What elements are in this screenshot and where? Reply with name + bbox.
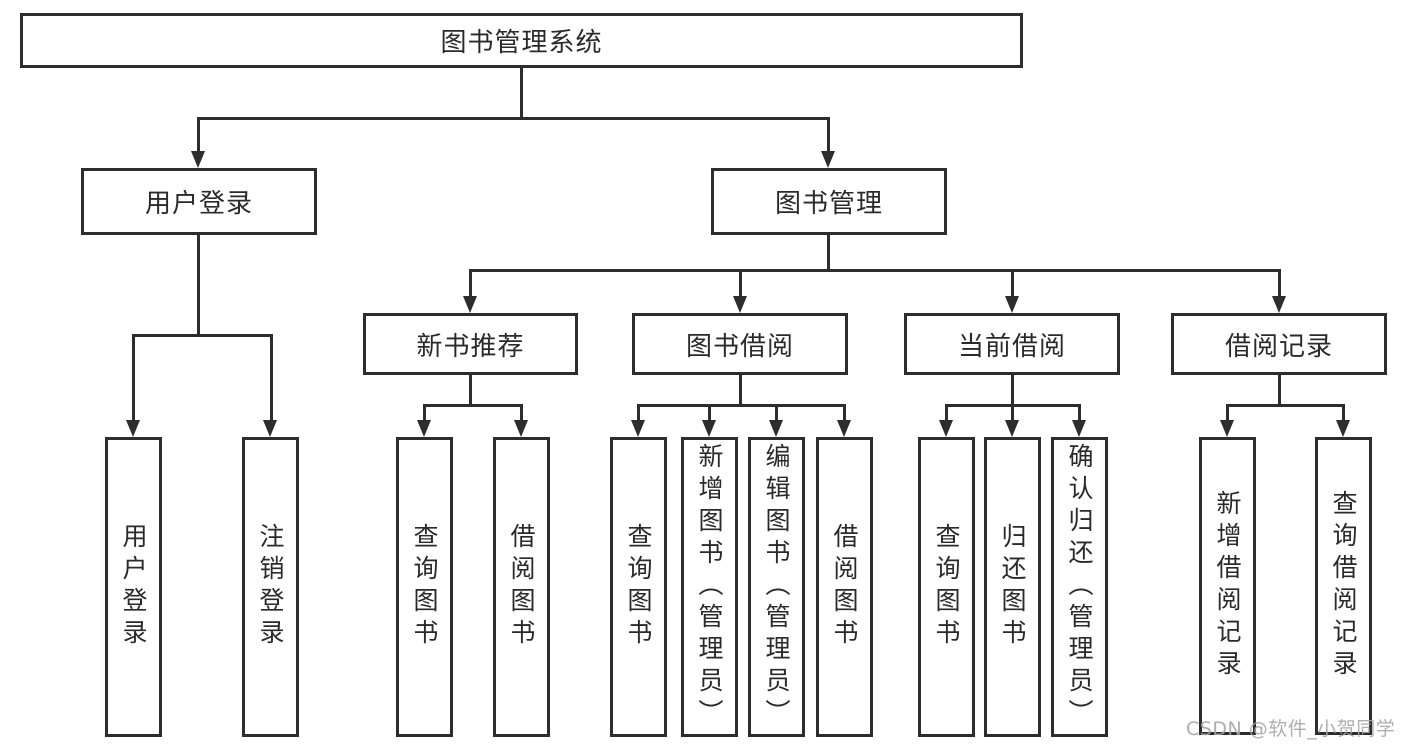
- node-borrow-record: 借阅记录: [1171, 313, 1387, 375]
- connector-line-vertical: [827, 235, 830, 272]
- connector-line-vertical: [520, 404, 523, 421]
- connector-line-vertical: [132, 334, 135, 422]
- connector-line-vertical: [1011, 269, 1014, 297]
- node-new-book-recommend: 新书推荐: [363, 313, 578, 375]
- arrow-down-icon: [821, 151, 835, 168]
- connector-line-vertical: [197, 117, 200, 153]
- connector-line-vertical: [637, 404, 640, 421]
- connector-line-vertical: [1078, 404, 1081, 421]
- connector-line-vertical: [843, 404, 846, 421]
- arrow-down-icon: [1005, 420, 1019, 437]
- connector-line-vertical: [1342, 404, 1345, 421]
- arrow-down-icon: [1005, 296, 1019, 313]
- leaf-add-borrow-record: 新增借阅记录: [1199, 437, 1256, 735]
- connector-line-vertical: [469, 269, 472, 297]
- arrow-down-icon: [417, 420, 431, 437]
- arrow-down-icon: [733, 296, 747, 313]
- connector-line-horizontal: [469, 269, 1281, 272]
- connector-line-vertical: [423, 404, 426, 421]
- arrow-down-icon: [939, 420, 953, 437]
- connector-line-vertical: [945, 404, 948, 421]
- node-book-borrow: 图书借阅: [632, 313, 848, 375]
- arrow-down-icon: [1220, 420, 1234, 437]
- arrow-down-icon: [191, 151, 205, 168]
- connector-line-vertical: [775, 404, 778, 421]
- csdn-watermark: CSDN @软件_小贺同学: [1186, 718, 1396, 740]
- arrow-down-icon: [702, 420, 716, 437]
- leaf-confirm-return-admin: 确认归还（管理员）: [1051, 437, 1108, 737]
- arrow-down-icon: [463, 296, 477, 313]
- arrow-down-icon: [769, 420, 783, 437]
- arrow-down-icon: [263, 420, 277, 437]
- connector-line-horizontal: [132, 334, 273, 337]
- connector-line-vertical: [1011, 375, 1014, 405]
- leaf-borrow-book-recommend: 借阅图书: [493, 437, 550, 737]
- arrow-down-icon: [1336, 420, 1350, 437]
- leaf-query-book-borrow: 查询图书: [610, 437, 667, 737]
- connector-line-vertical: [739, 269, 742, 297]
- leaf-query-borrow-record: 查询借阅记录: [1315, 437, 1372, 735]
- node-book-management: 图书管理: [711, 168, 947, 235]
- node-library-system-root: 图书管理系统: [20, 13, 1023, 68]
- arrow-down-icon: [126, 420, 140, 437]
- connector-line-vertical: [270, 334, 273, 422]
- arrow-down-icon: [1072, 420, 1086, 437]
- leaf-return-book: 归还图书: [984, 437, 1041, 737]
- arrow-down-icon: [837, 420, 851, 437]
- leaf-query-book-current: 查询图书: [918, 437, 975, 737]
- leaf-add-book-admin: 新增图书（管理员）: [681, 437, 738, 737]
- connector-line-vertical: [197, 235, 200, 335]
- connector-line-vertical: [1278, 269, 1281, 297]
- connector-line-vertical: [520, 68, 523, 118]
- leaf-logout-login: 注销登录: [242, 437, 299, 737]
- leaf-query-book-recommend: 查询图书: [396, 437, 453, 737]
- connector-line-vertical: [1011, 404, 1014, 421]
- arrow-down-icon: [1272, 296, 1286, 313]
- arrow-down-icon: [631, 420, 645, 437]
- connector-line-vertical: [469, 375, 472, 405]
- connector-line-horizontal: [423, 404, 523, 407]
- connector-line-horizontal: [637, 404, 846, 407]
- node-user-login: 用户登录: [81, 168, 317, 235]
- arrow-down-icon: [514, 420, 528, 437]
- connector-line-vertical: [708, 404, 711, 421]
- connector-line-vertical: [1226, 404, 1229, 421]
- connector-line-horizontal: [1226, 404, 1345, 407]
- connector-line-horizontal: [197, 117, 830, 120]
- node-current-borrow: 当前借阅: [904, 313, 1120, 375]
- connector-line-vertical: [827, 117, 830, 153]
- connector-line-vertical: [1278, 375, 1281, 405]
- leaf-user-login: 用户登录: [105, 437, 162, 737]
- leaf-borrow-book: 借阅图书: [816, 437, 873, 737]
- connector-line-horizontal: [945, 404, 1081, 407]
- connector-line-vertical: [739, 375, 742, 405]
- leaf-edit-book-admin: 编辑图书（管理员）: [748, 437, 805, 737]
